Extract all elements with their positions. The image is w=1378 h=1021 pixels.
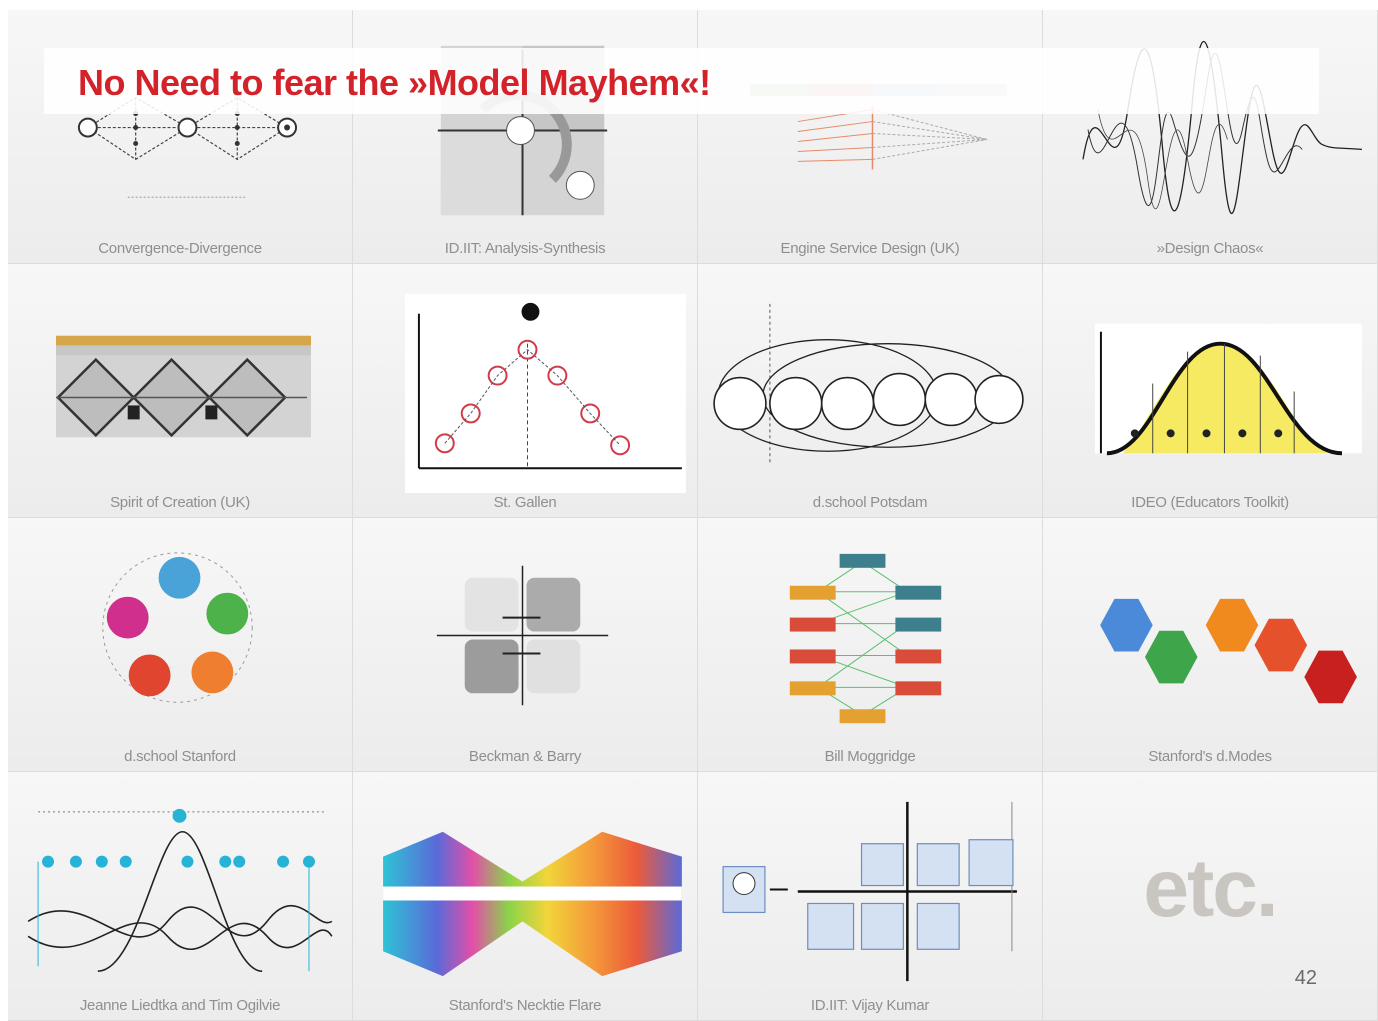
convergence-divergence-diagram <box>77 96 298 198</box>
dschool-potsdam-diagram <box>713 303 1024 464</box>
model-caption: Bill Moggridge <box>824 748 916 765</box>
model-caption: Beckman & Barry <box>468 748 582 765</box>
model-grid: Convergence-Divergence ID.IIT: Analysis-… <box>8 10 1378 1021</box>
page-number: 42 <box>1294 967 1317 989</box>
bill-moggridge-diagram <box>789 553 942 724</box>
model-tile-spirit-of-creation: Spirit of Creation (UK) <box>8 264 353 518</box>
st-gallen-diagram <box>404 293 686 494</box>
model-tile-etc: etc. 42 <box>1043 772 1378 1021</box>
liedtka-ogilvie-diagram <box>27 808 333 972</box>
model-tile-ideo: IDEO (Educators Toolkit) <box>1043 264 1378 518</box>
model-tile-beckman-barry: Beckman & Barry <box>353 518 698 772</box>
model-caption: d.school Potsdam <box>812 494 928 511</box>
ideo-diagram <box>1094 323 1362 456</box>
model-caption: ID.IIT: Vijay Kumar <box>810 997 930 1014</box>
model-caption: Convergence-Divergence <box>98 240 262 257</box>
model-tile-dmodes: Stanford's d.Modes <box>1043 518 1378 772</box>
model-tile-bill-moggridge: Bill Moggridge <box>698 518 1043 772</box>
vijay-kumar-diagram <box>722 801 1017 982</box>
dschool-stanford-diagram <box>102 552 253 703</box>
beckman-barry-diagram <box>436 565 609 706</box>
model-caption: Jeanne Liedtka and Tim Ogilvie <box>79 997 281 1014</box>
model-tile-vijay-kumar: ID.IIT: Vijay Kumar <box>698 772 1043 1021</box>
dmodes-diagram <box>1100 598 1357 704</box>
model-tile-necktie-flare: Stanford's Necktie Flare <box>353 772 698 1021</box>
model-tile-liedtka-ogilvie: Jeanne Liedtka and Tim Ogilvie <box>8 772 353 1021</box>
model-caption: ID.IIT: Analysis-Synthesis <box>444 240 606 257</box>
model-tile-dschool-potsdam: d.school Potsdam <box>698 264 1043 518</box>
model-caption: d.school Stanford <box>124 748 236 765</box>
model-caption: »Design Chaos« <box>1156 240 1264 257</box>
model-caption: Engine Service Design (UK) <box>780 240 960 257</box>
model-tile-dschool-stanford: d.school Stanford <box>8 518 353 772</box>
spirit-of-creation-diagram <box>55 335 311 438</box>
model-caption: Spirit of Creation (UK) <box>110 494 250 511</box>
necktie-flare-diagram <box>383 831 682 977</box>
slide-title: No Need to fear the »Model Mayhem«! <box>78 62 711 103</box>
model-caption: St. Gallen <box>493 494 557 511</box>
model-caption: Stanford's d.Modes <box>1148 748 1272 765</box>
etc-text: etc. <box>1143 843 1278 934</box>
title-band <box>44 48 1319 114</box>
model-caption: IDEO (Educators Toolkit) <box>1131 494 1289 511</box>
model-tile-st-gallen: St. Gallen <box>353 264 698 518</box>
model-caption: Stanford's Necktie Flare <box>448 997 602 1014</box>
